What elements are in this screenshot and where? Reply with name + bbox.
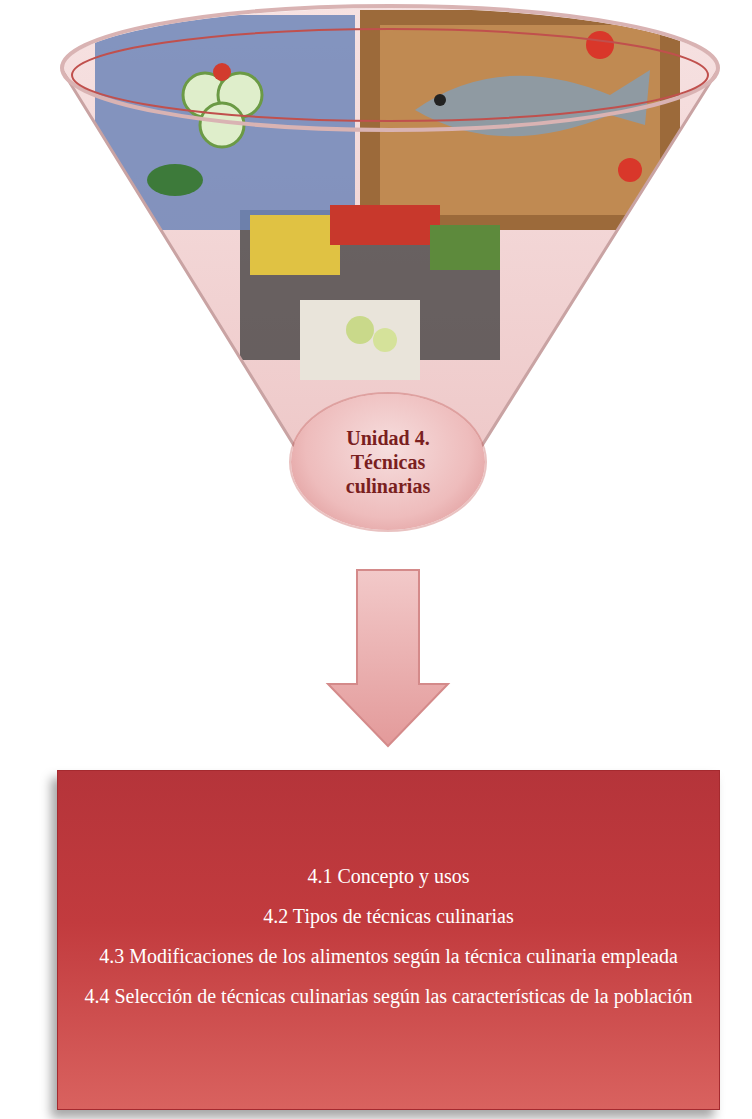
unit-title: Unidad 4. Técnicas culinarias: [328, 426, 448, 498]
block-arrow: [328, 570, 448, 746]
topic-item: 4.1 Concepto y usos: [78, 861, 699, 891]
topic-item: 4.3 Modificaciones de los alimentos segú…: [78, 941, 699, 971]
topic-item: 4.4 Selección de técnicas culinarias seg…: [78, 981, 699, 1011]
food-collage: [0, 0, 752, 560]
contents-box: 4.1 Concepto y usos 4.2 Tipos de técnicas…: [57, 770, 720, 1110]
unit-ellipse: Unidad 4. Técnicas culinarias: [291, 394, 485, 530]
topic-item: 4.2 Tipos de técnicas culinarias: [78, 901, 699, 931]
